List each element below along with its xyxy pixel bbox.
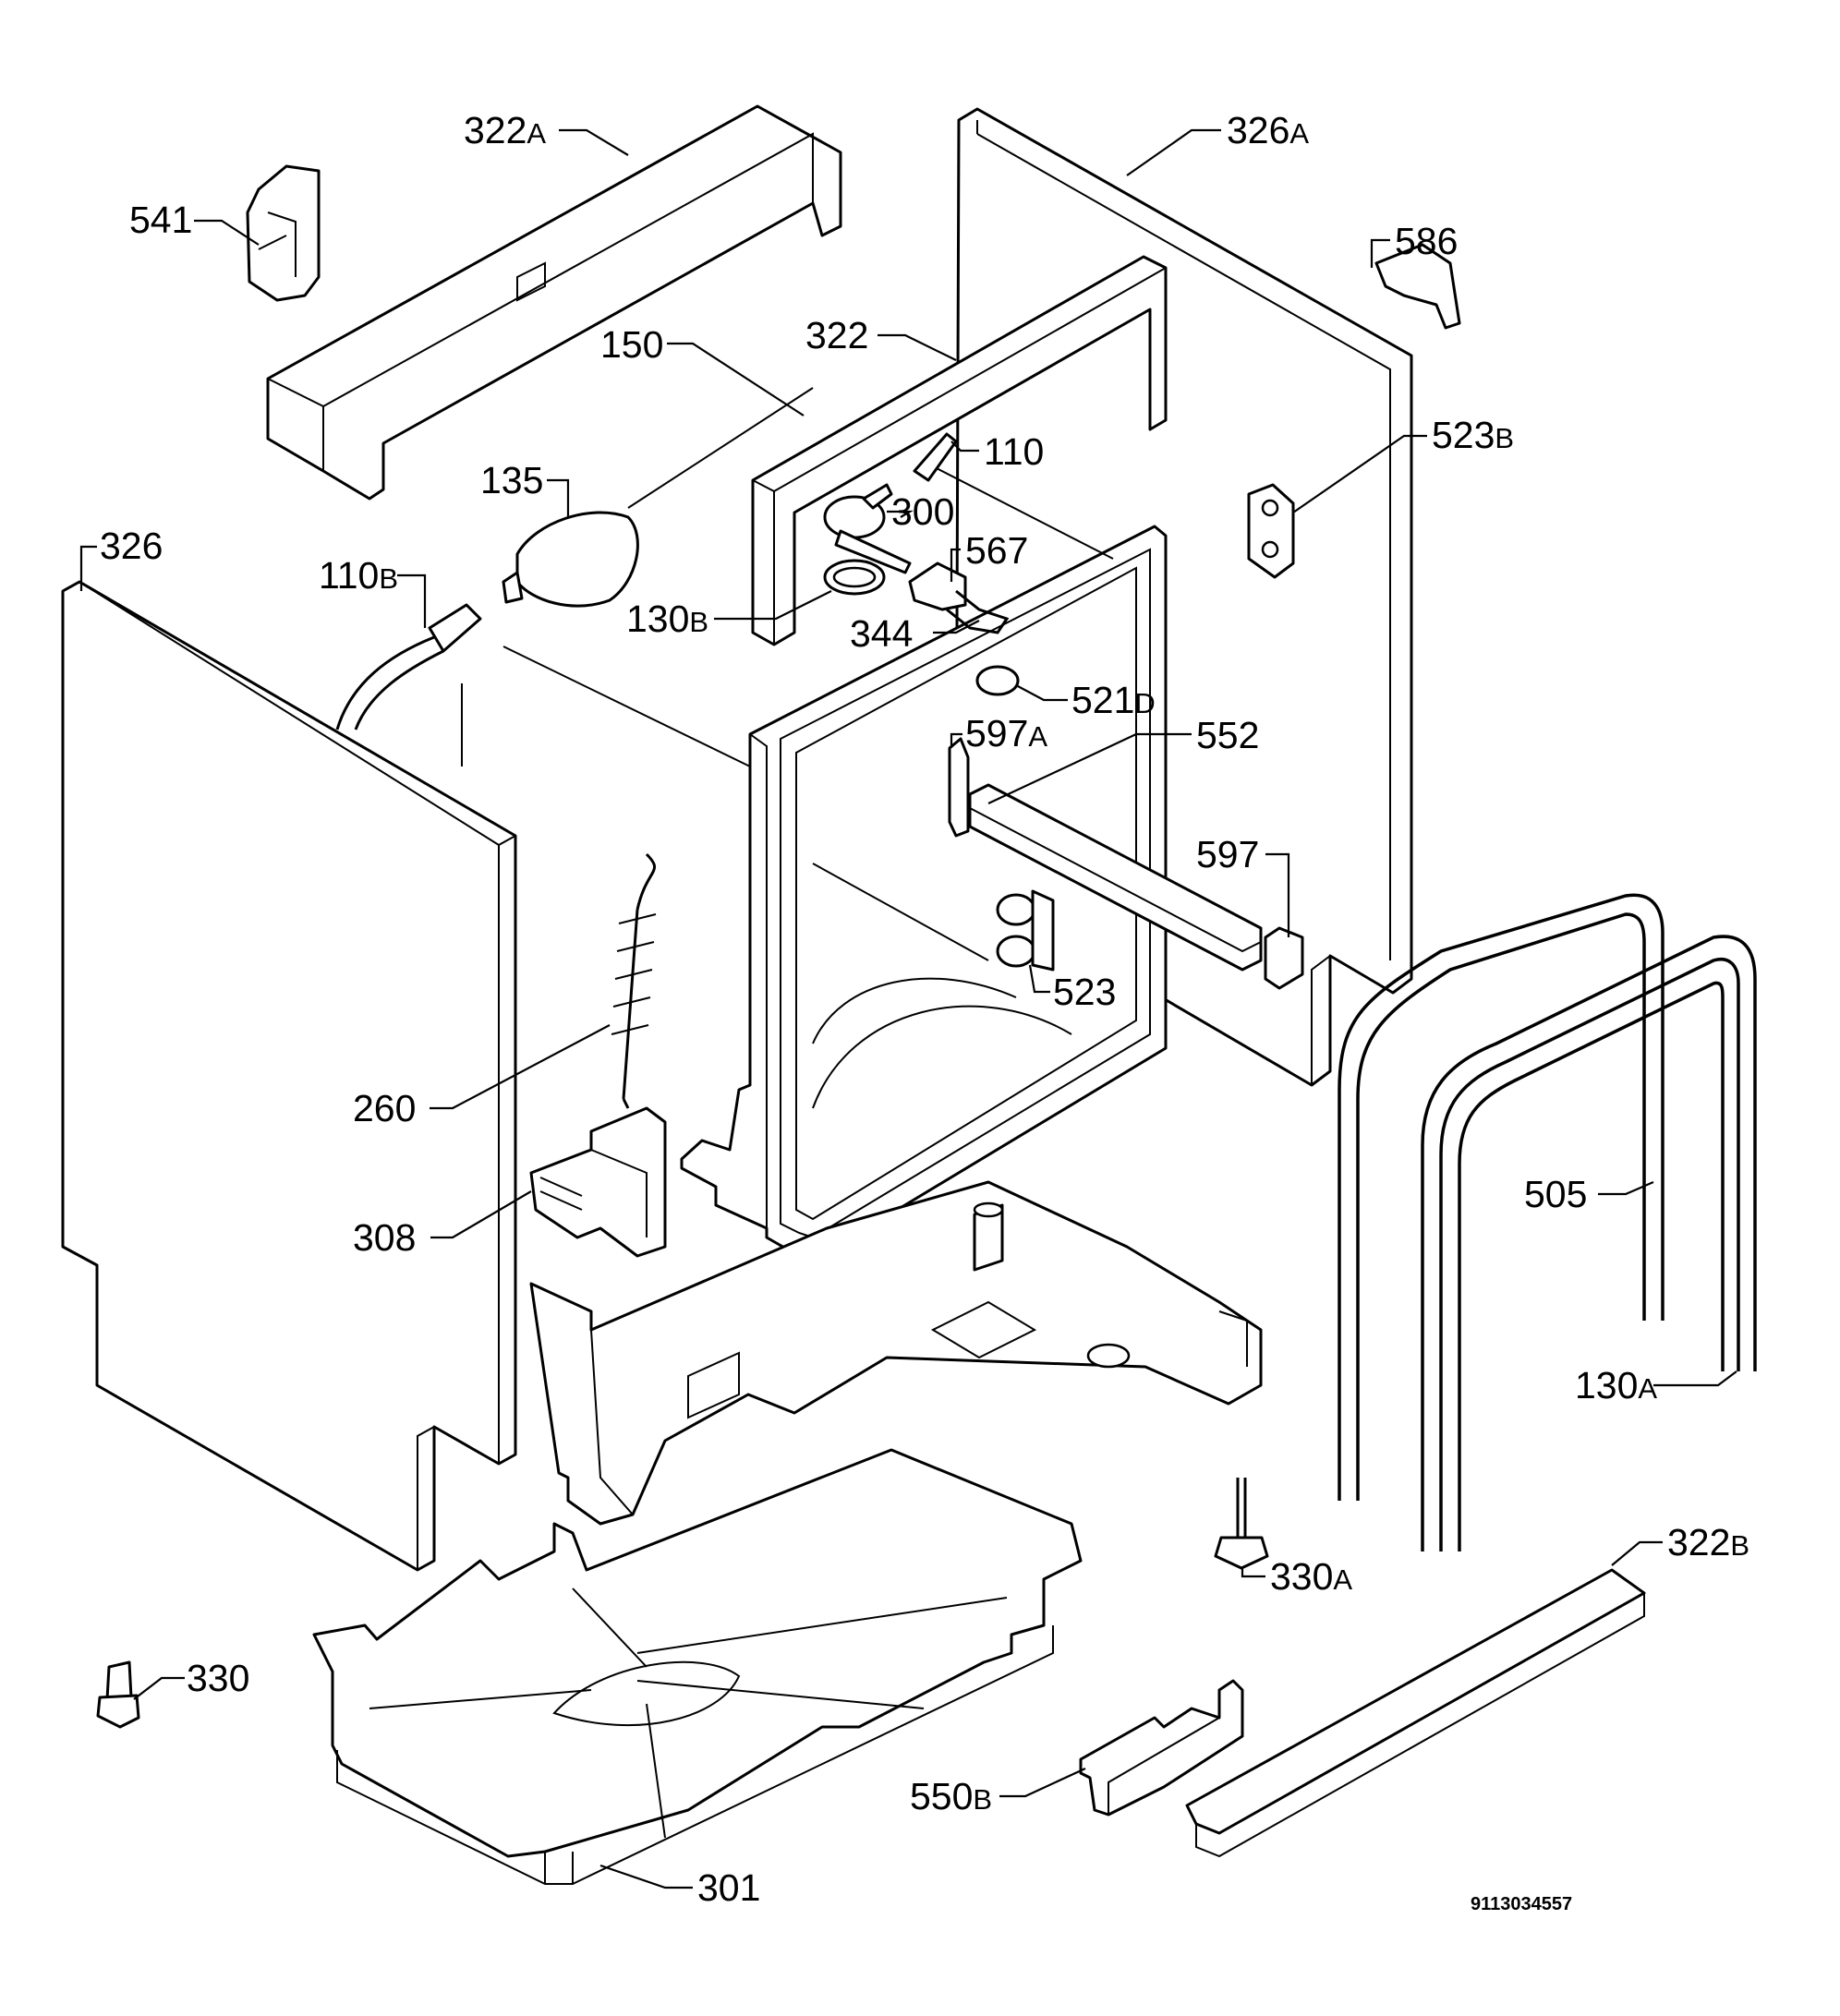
valve-300 [823, 483, 912, 574]
hinge-308 [529, 1106, 667, 1258]
clip-597a [948, 737, 970, 838]
callout-330a: 330A [1270, 1555, 1352, 1598]
foot-330 [96, 1660, 140, 1729]
callout-300: 300 [891, 490, 954, 533]
callout-550b: 550B [910, 1775, 992, 1817]
callout-326: 326 [100, 525, 163, 567]
callout-301: 301 [697, 1866, 760, 1909]
callout-labels: 322A 541 326A 586 150 322 110 523B 135 3… [100, 109, 1749, 1909]
callout-130a: 130A [1575, 1364, 1657, 1406]
callout-523: 523 [1053, 971, 1116, 1013]
spring-260 [611, 852, 657, 1109]
callout-523b: 523B [1432, 414, 1514, 456]
bracket-586 [1374, 243, 1461, 330]
callout-326a: 326A [1227, 109, 1309, 151]
callout-505: 505 [1524, 1173, 1587, 1215]
callout-586: 586 [1395, 220, 1458, 262]
callout-260: 260 [353, 1087, 416, 1129]
callout-322: 322 [805, 314, 868, 356]
callout-130b: 130B [626, 598, 708, 640]
tub-cabinet [680, 525, 1168, 1262]
callout-330: 330 [187, 1657, 249, 1699]
seal-505 [1338, 893, 1664, 1501]
base-tray-301 [312, 1448, 1083, 1885]
plug-523b [1247, 483, 1295, 579]
float-135 [502, 511, 639, 608]
callout-150: 150 [600, 323, 663, 366]
rail-552 [968, 783, 1263, 972]
plug-523 [996, 889, 1055, 972]
callout-308: 308 [353, 1216, 416, 1259]
inner-frame-322 [751, 255, 1168, 646]
callout-541: 541 [129, 199, 192, 241]
callout-597: 597 [1196, 833, 1259, 875]
foot-330a [1214, 1478, 1269, 1570]
callout-322b: 322B [1667, 1521, 1749, 1563]
seal-130a [1421, 935, 1757, 1551]
callout-567: 567 [965, 529, 1028, 572]
spring-clip-344 [946, 589, 1010, 634]
kick-bracket-550b [1079, 1679, 1244, 1817]
top-frame-322a [266, 104, 842, 501]
callout-344: 344 [850, 612, 913, 655]
callout-110b: 110B [319, 554, 398, 597]
document-number: 9113034557 [1471, 1894, 1572, 1914]
leader-lines [79, 128, 1737, 1889]
clip-597 [1264, 926, 1304, 990]
hose-110 [913, 432, 958, 482]
callout-521d: 521D [1071, 679, 1156, 721]
seal-130b [823, 559, 886, 596]
base-frame [529, 1180, 1263, 1526]
clip-541 [246, 164, 321, 302]
ring-521d [975, 665, 1020, 696]
cabinet-outline [461, 387, 1114, 961]
rail-322b [1185, 1568, 1646, 1858]
callout-110: 110 [984, 430, 1044, 473]
callout-552: 552 [1196, 714, 1259, 756]
callout-135: 135 [480, 459, 543, 501]
callout-322a: 322A [464, 109, 546, 151]
door-panel-326 [61, 580, 517, 1572]
hose-110b [335, 603, 482, 730]
callout-597a: 597A [965, 712, 1047, 754]
